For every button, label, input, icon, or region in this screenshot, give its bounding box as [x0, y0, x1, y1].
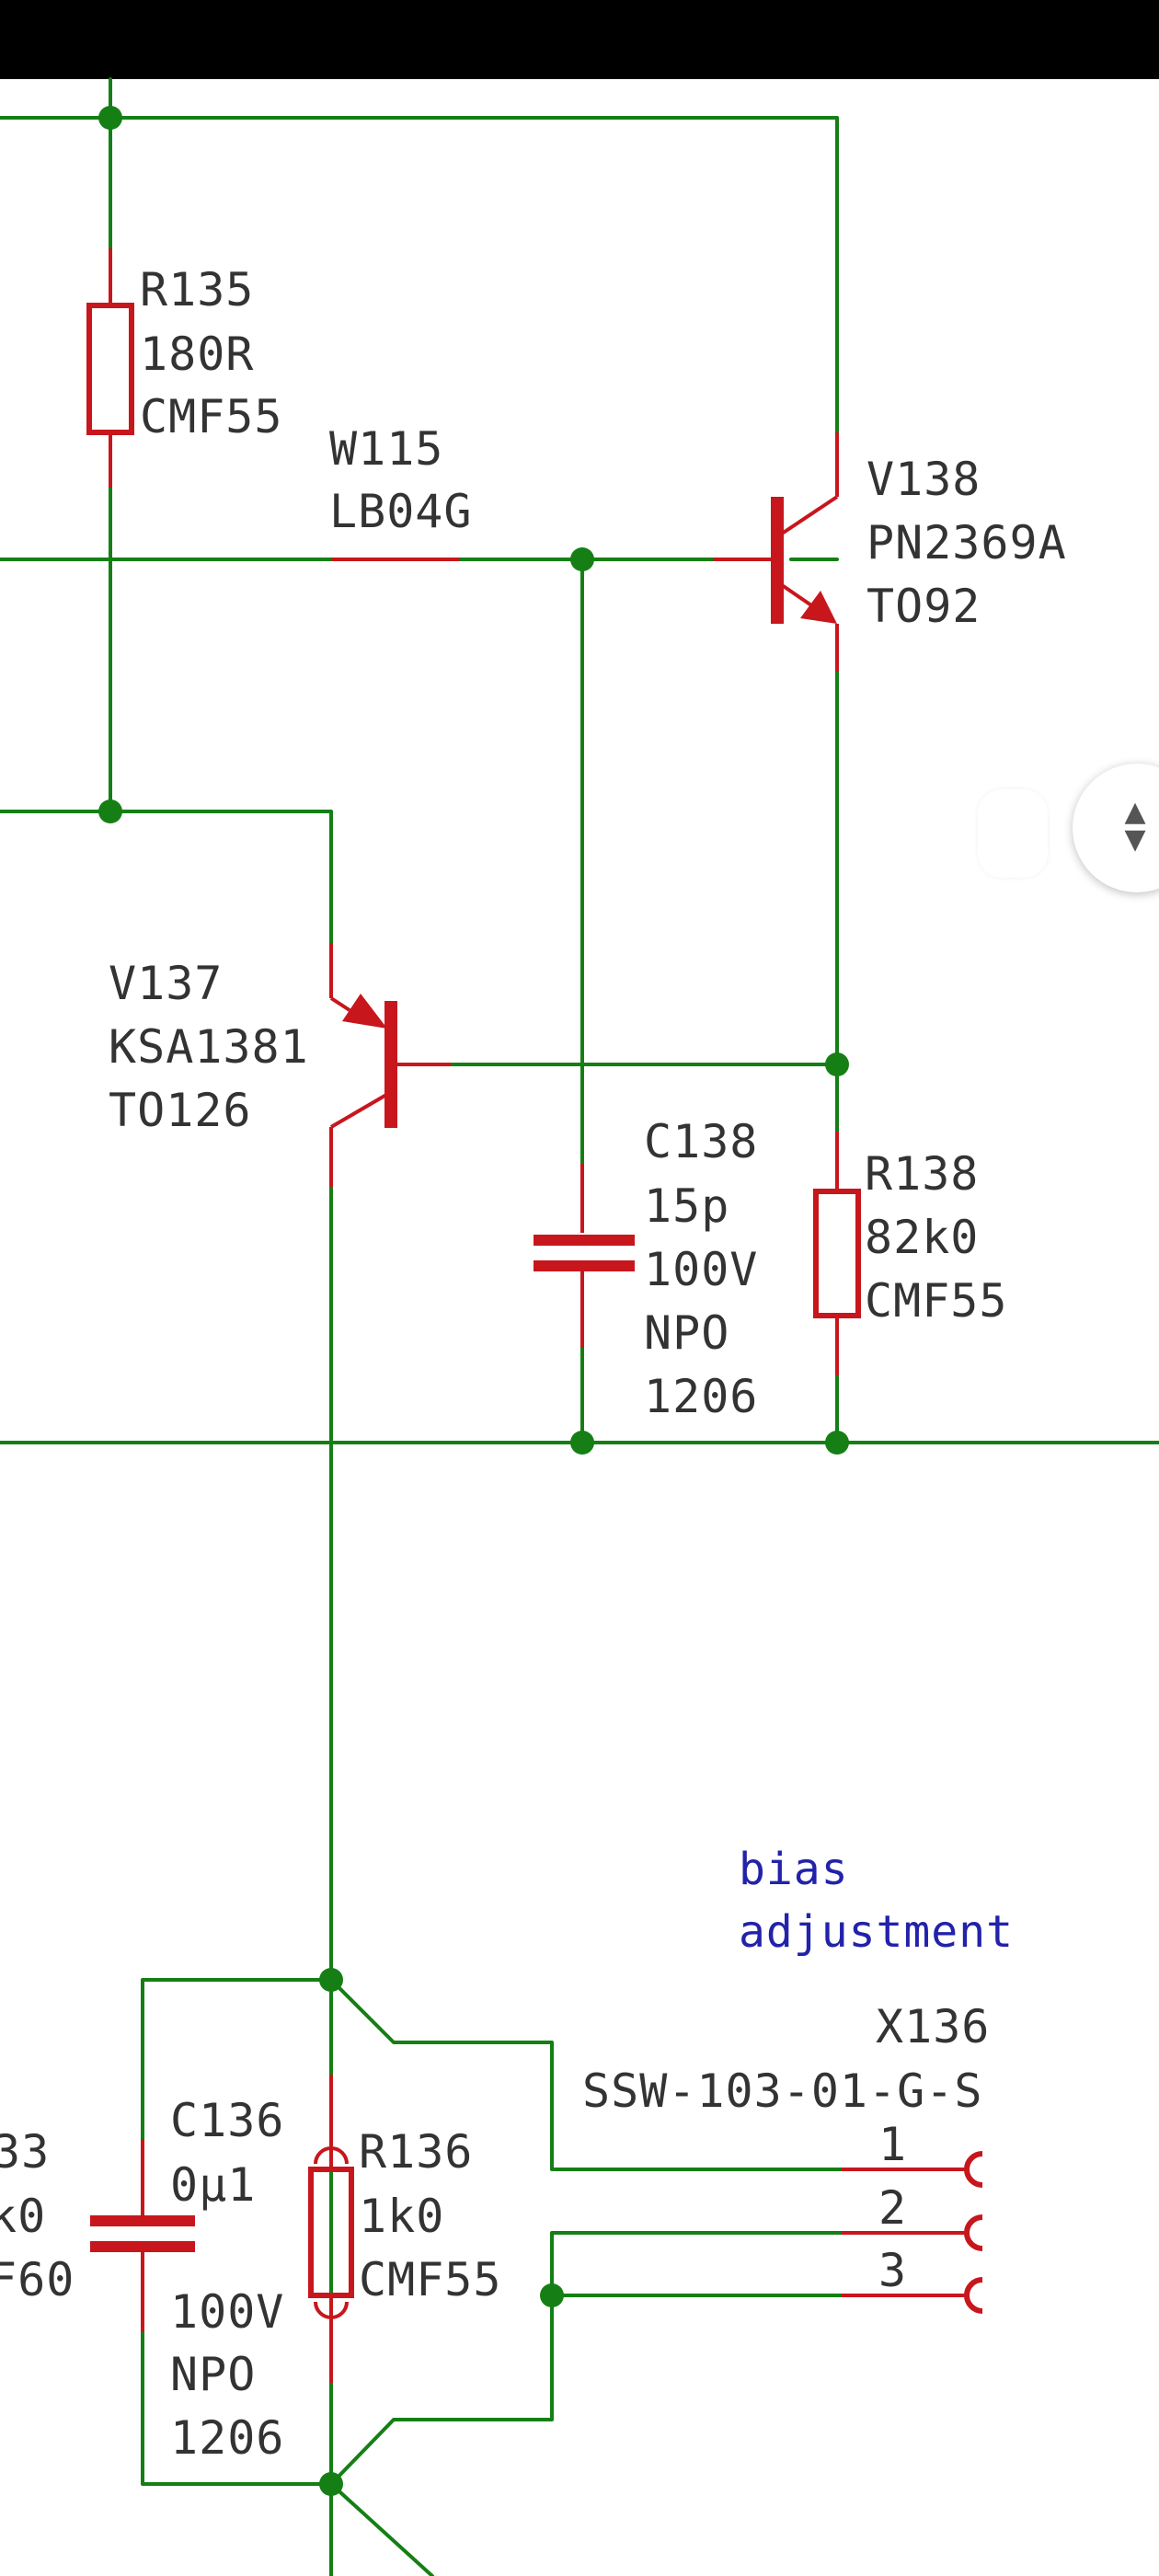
scroll-ghost-handle	[978, 789, 1048, 878]
c136-voltage: 100V	[170, 2285, 284, 2339]
bias-note-line1: bias	[739, 1844, 849, 1895]
v137-footprint: TO126	[109, 1084, 252, 1137]
r136-footprint: CMF55	[359, 2253, 502, 2306]
c136-size: 1206	[170, 2411, 284, 2465]
r135-ref: R135	[140, 263, 254, 316]
x136-pin3: 3	[878, 2244, 906, 2297]
w115-value: LB04G	[329, 485, 473, 538]
r136-value: 1k0	[359, 2190, 444, 2243]
r133-partial-footprint: F60	[0, 2253, 75, 2306]
r135-value: 180R	[140, 328, 254, 381]
c136-dielectric: NPO	[170, 2348, 256, 2401]
capacitor-c136[interactable]	[90, 2139, 195, 2332]
v138-footprint: TO92	[866, 580, 981, 633]
bias-note-line2: adjustment	[739, 1906, 1014, 1958]
junctions	[98, 106, 849, 2496]
top-bar	[0, 0, 1159, 79]
v137-ref: V137	[109, 957, 223, 1010]
c138-dielectric: NPO	[644, 1306, 729, 1360]
x136-value: SSW-103-01-G-S	[582, 2064, 982, 2118]
r138-footprint: CMF55	[865, 1274, 1008, 1328]
x136-pin2: 2	[878, 2181, 906, 2235]
v138-ref: V138	[866, 453, 981, 506]
r135-footprint: CMF55	[140, 390, 283, 443]
connector-x136[interactable]	[842, 2151, 983, 2314]
capacitor-c138[interactable]	[534, 1164, 635, 1348]
r133-partial-value: k0	[0, 2190, 46, 2243]
c138-voltage: 100V	[644, 1243, 758, 1296]
transistor-v138[interactable]	[713, 432, 839, 672]
w115-ref: W115	[329, 422, 443, 476]
transistor-v137[interactable]	[329, 943, 451, 1187]
resistor-r136[interactable]	[308, 2075, 354, 2383]
r138-ref: R138	[865, 1147, 979, 1201]
r136-ref: R136	[359, 2125, 473, 2179]
v137-value: KSA1381	[109, 1020, 309, 1074]
c136-value: 0µ1	[170, 2158, 256, 2212]
c136-ref: C136	[170, 2094, 284, 2147]
c138-value: 15p	[644, 1179, 729, 1233]
v138-value: PN2369A	[866, 516, 1067, 569]
c138-size: 1206	[644, 1370, 758, 1423]
resistor-r138[interactable]	[813, 1132, 861, 1375]
labels: R135 180R CMF55 W115 LB04G V138 PN2369A …	[0, 263, 1067, 2465]
x136-ref: X136	[876, 2000, 990, 2053]
up-down-chevron-icon: ▲▼	[1124, 796, 1146, 856]
resistor-r135[interactable]	[86, 248, 134, 488]
c138-ref: C138	[644, 1115, 758, 1168]
r138-value: 82k0	[865, 1211, 979, 1264]
r133-partial-ref: 33	[0, 2125, 50, 2179]
x136-pin1: 1	[878, 2118, 906, 2171]
